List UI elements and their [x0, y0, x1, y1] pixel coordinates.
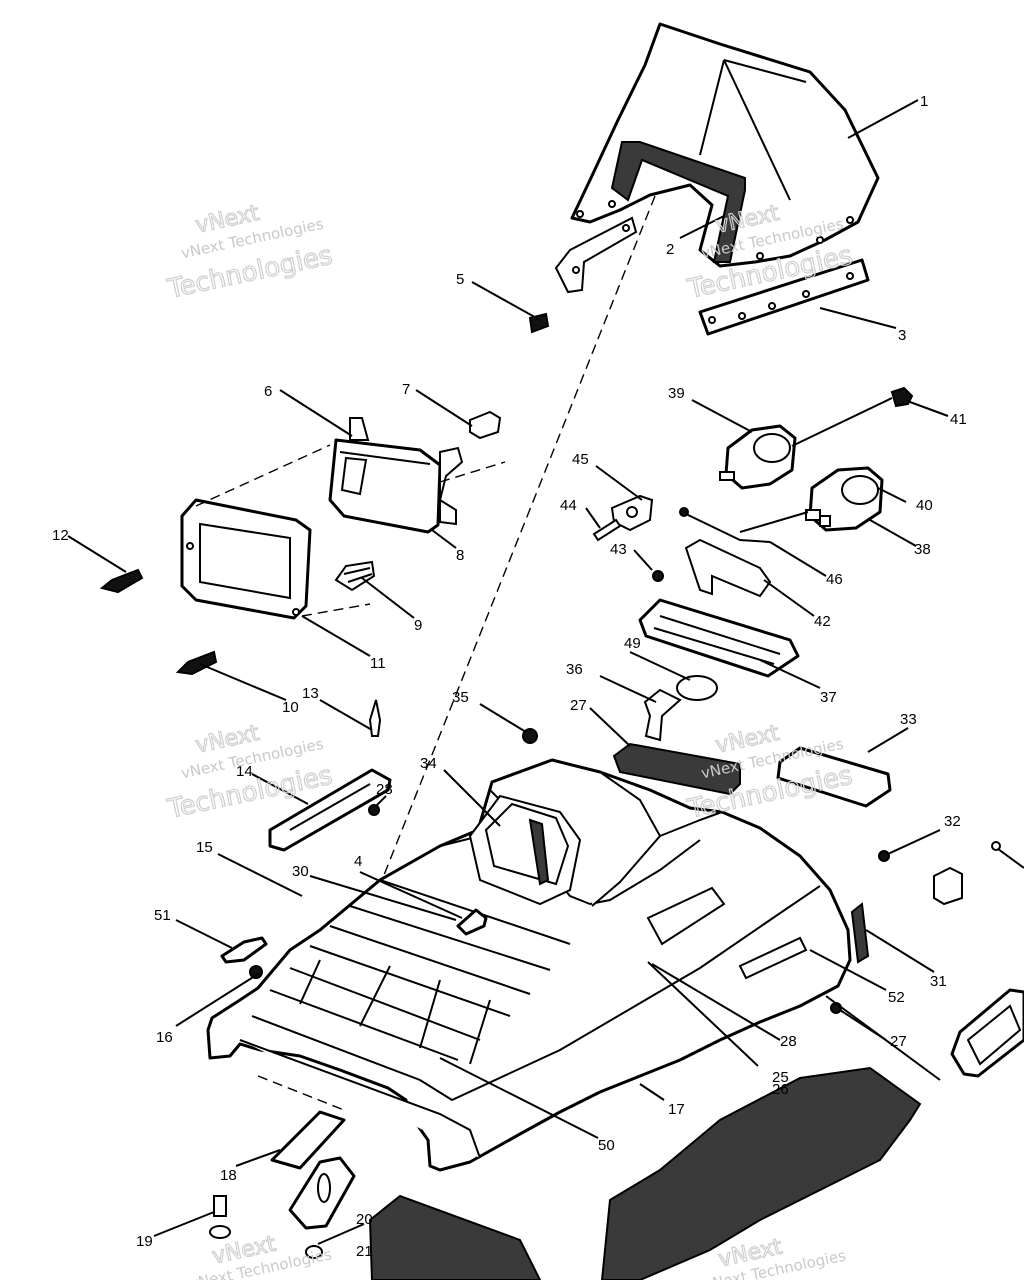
hinge-plate-part: [288, 1156, 356, 1230]
reflector-strip-part: [776, 746, 892, 808]
callout-20: 20: [356, 1211, 373, 1228]
callout-40: 40: [916, 497, 933, 514]
callout-26: 26: [772, 1081, 789, 1098]
nut-part: [652, 570, 664, 582]
callout-15: 15: [196, 839, 213, 856]
callout-13: 13: [302, 685, 319, 702]
callout-leaders: [67, 99, 949, 1245]
callout-44: 44: [560, 497, 577, 514]
headlight-socket-part: [469, 410, 502, 440]
callout-4: 4: [354, 853, 362, 870]
side-bracket-part: [933, 841, 1024, 906]
gauge-mount-bracket-part: [684, 538, 772, 598]
adjuster-spring-part: [334, 560, 376, 592]
callout-16: 16: [156, 1029, 173, 1046]
callout-51: 51: [154, 907, 171, 924]
bumper-pad-part: [257, 1075, 346, 1170]
callout-35: 35: [452, 689, 469, 706]
speedometer-gauge-part: [805, 466, 884, 532]
callout-labels: 1 2 3 4 5 6 7 8 9 10 11 12 13 14 15 16 1…: [52, 93, 967, 1260]
callout-25: 25: [772, 1069, 789, 1086]
dash-seal-strip-part: [612, 742, 741, 796]
callout-32: 32: [944, 813, 961, 830]
callout-50: 50: [598, 1137, 615, 1154]
callout-46: 46: [826, 571, 843, 588]
callout-33: 33: [900, 711, 917, 728]
callout-45: 45: [572, 451, 589, 468]
callout-38: 38: [914, 541, 931, 558]
callout-17: 17: [668, 1101, 685, 1118]
screw-part: [528, 312, 550, 334]
callout-36: 36: [566, 661, 583, 678]
hood-decal-part: [646, 886, 808, 980]
callout-14: 14: [236, 763, 253, 780]
gauge-bulb-part: [890, 386, 914, 408]
watermark-mid-right: vNext vNext Technologies Technologies: [684, 720, 856, 825]
hood-latch-pin-part: [368, 699, 382, 737]
callout-18: 18: [220, 1167, 237, 1184]
tail-light-part: [950, 988, 1024, 1078]
console-panel-part: [638, 598, 800, 678]
callout-10: 10: [282, 699, 299, 716]
callout-28-hood: 28: [780, 1033, 797, 1050]
side-reflector-part: [850, 902, 870, 964]
switch-harness-part: [679, 507, 771, 543]
front-bumper-strip-part: [368, 1194, 542, 1280]
tachometer-gauge-part: [719, 424, 797, 490]
hood-latch-plate-part: [268, 768, 392, 852]
callout-37: 37: [820, 689, 837, 706]
callout-27-dash: 27: [570, 697, 587, 714]
headlight-lens-part: [328, 417, 464, 534]
callout-9: 9: [414, 617, 422, 634]
hinge-bolt-part: [209, 1195, 323, 1259]
callout-1: 1: [920, 93, 928, 110]
hood-body-part: [206, 758, 852, 1172]
callout-49: 49: [624, 635, 641, 652]
callout-27-side: 27: [890, 1033, 907, 1050]
stud-part: [592, 518, 622, 542]
callout-42: 42: [814, 613, 831, 630]
left-windshield-bracket-part: [554, 216, 638, 294]
callout-28-latch: 28: [376, 781, 393, 798]
vent-plug-part: [676, 675, 718, 701]
callout-3: 3: [898, 327, 906, 344]
callout-7: 7: [402, 381, 410, 398]
grommet-part: [643, 688, 682, 742]
callout-12: 12: [52, 527, 69, 544]
hood-pad-part: [220, 908, 488, 964]
callout-41: 41: [950, 411, 967, 428]
callout-19: 19: [136, 1233, 153, 1250]
watermark-bottom-left: vNext vNext Technologies: [188, 1231, 334, 1280]
callout-11: 11: [370, 655, 386, 672]
callout-39: 39: [668, 385, 685, 402]
switch-plate-part: [610, 494, 654, 532]
headlight-screw-part: [99, 568, 218, 676]
callout-8: 8: [456, 547, 464, 564]
windshield-gasket-part: [610, 141, 746, 263]
windshield-part: [570, 22, 880, 268]
hood-liner-part: [600, 1066, 922, 1280]
callout-21: 21: [356, 1243, 373, 1260]
hood-louver-part: [269, 879, 571, 1065]
watermark-top-left: vNext vNext Technologies Technologies: [164, 200, 336, 305]
windshield-brace-part: [698, 258, 870, 336]
callout-34: 34: [420, 755, 437, 772]
callout-52: 52: [888, 989, 905, 1006]
callout-2: 2: [666, 241, 674, 258]
callout-31: 31: [930, 973, 947, 990]
callout-6: 6: [264, 383, 272, 400]
callout-30: 30: [292, 863, 309, 880]
headlight-bezel-part: [180, 498, 312, 620]
callout-43: 43: [610, 541, 627, 558]
callout-5: 5: [456, 271, 464, 288]
